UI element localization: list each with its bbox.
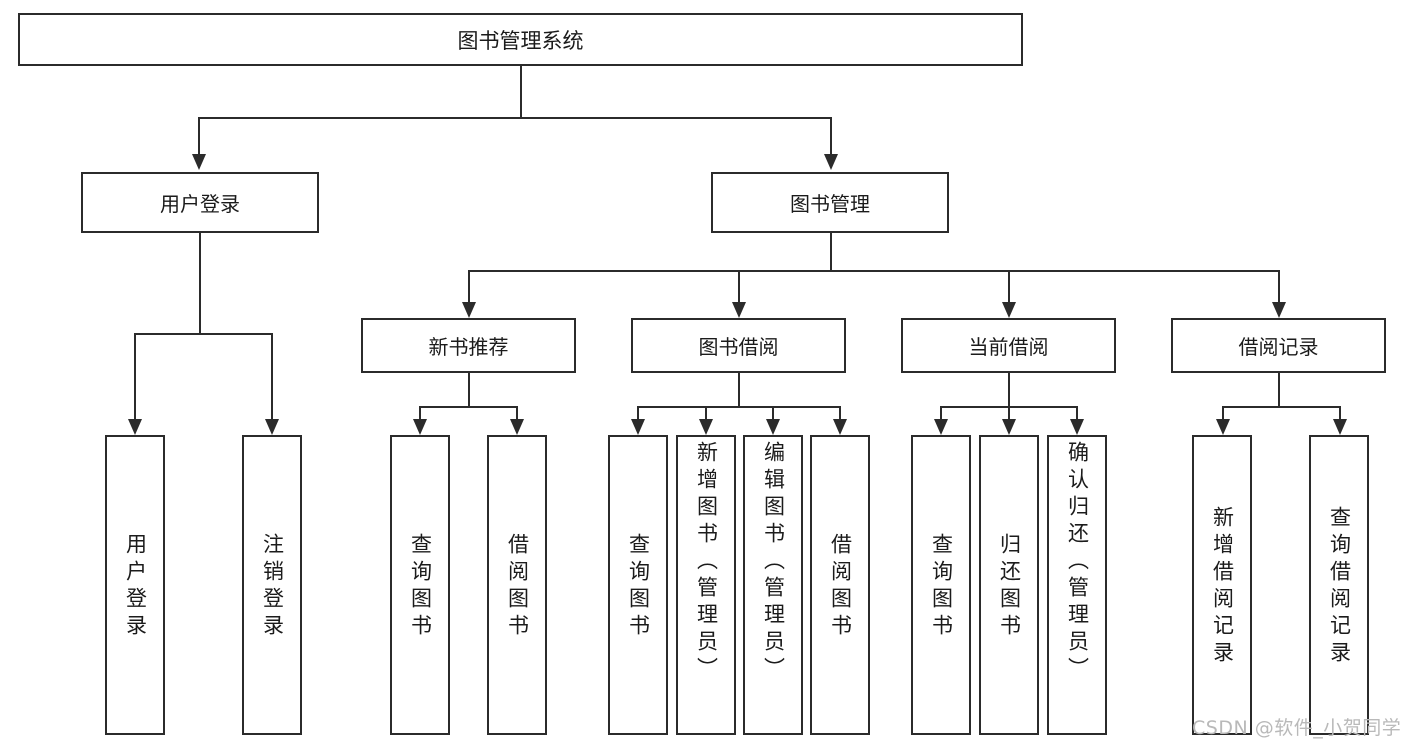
leaf-borrow-book-recommend[interactable]: 借阅图书 [487, 435, 547, 735]
node-label: 图书管理系统 [457, 28, 584, 53]
node-label: 借阅记录 [1238, 335, 1319, 359]
arrow-to-leaf-logout [265, 419, 279, 435]
connector-root-drop-2 [830, 117, 832, 154]
watermark-text: CSDN @软件_小贺同学 [1192, 717, 1402, 739]
arrow-to-leaf-user-login [128, 419, 142, 435]
arrow-to-leaf-borrow-book-2 [833, 419, 847, 435]
arrow-to-leaf-confirm-return [1070, 419, 1084, 435]
connector-book-mgmt-drop-1 [468, 270, 470, 302]
connector-user-login-bus [134, 333, 272, 335]
leaf-borrow-book[interactable]: 借阅图书 [810, 435, 870, 735]
connector-recommend-bus [419, 406, 517, 408]
arrow-to-leaf-add-record [1216, 419, 1230, 435]
node-label: 新增图书（管理员） [694, 441, 719, 684]
connector-book-mgmt-drop-4 [1278, 270, 1280, 302]
arrow-to-leaf-query-record [1333, 419, 1347, 435]
node-label: 查询图书 [408, 533, 433, 641]
leaf-logout[interactable]: 注销登录 [242, 435, 302, 735]
node-root-system[interactable]: 图书管理系统 [18, 13, 1023, 66]
connector-book-mgmt-bus [468, 270, 1278, 272]
arrow-to-leaf-return-book [1002, 419, 1016, 435]
node-label: 新增借阅记录 [1210, 506, 1235, 668]
node-label: 用户登录 [123, 533, 148, 641]
connector-user-login-drop-2 [271, 333, 273, 419]
node-label: 查询图书 [626, 533, 651, 641]
connector-book-mgmt-stem [830, 233, 832, 270]
leaf-query-book-recommend[interactable]: 查询图书 [390, 435, 450, 735]
connector-borrow-drop-2 [705, 406, 707, 419]
connector-record-bus [1222, 406, 1340, 408]
connector-borrow-bus [637, 406, 839, 408]
leaf-confirm-return-admin[interactable]: 确认归还（管理员） [1047, 435, 1107, 735]
arrow-to-leaf-query-book-1 [413, 419, 427, 435]
node-label: 图书借阅 [698, 335, 779, 359]
node-label: 注销登录 [260, 533, 285, 641]
node-label: 归还图书 [997, 533, 1022, 641]
node-label: 借阅图书 [505, 533, 530, 641]
leaf-query-book-current[interactable]: 查询图书 [911, 435, 971, 735]
node-label: 查询借阅记录 [1327, 506, 1352, 668]
node-label: 当前借阅 [968, 335, 1049, 359]
connector-book-mgmt-drop-3 [1008, 270, 1010, 302]
leaf-add-book-admin[interactable]: 新增图书（管理员） [676, 435, 736, 735]
node-current-borrow[interactable]: 当前借阅 [901, 318, 1116, 373]
connector-root-stem [520, 66, 522, 117]
connector-root-bus [198, 117, 830, 119]
connector-record-stem [1278, 373, 1280, 406]
node-label: 借阅图书 [828, 533, 853, 641]
arrow-to-leaf-query-book-2 [631, 419, 645, 435]
connector-book-mgmt-drop-2 [738, 270, 740, 302]
arrow-to-user-login [192, 154, 206, 170]
connector-borrow-drop-4 [839, 406, 841, 419]
node-label: 用户登录 [160, 192, 240, 216]
node-label: 确认归还（管理员） [1065, 441, 1090, 684]
node-label: 查询图书 [929, 533, 954, 641]
connector-recommend-drop-2 [516, 406, 518, 419]
node-book-management[interactable]: 图书管理 [711, 172, 949, 233]
arrow-to-book-borrow [732, 302, 746, 318]
connector-recommend-drop-1 [419, 406, 421, 419]
arrow-to-book-manage [824, 154, 838, 170]
arrow-to-leaf-borrow-book-1 [510, 419, 524, 435]
leaf-query-book-borrow[interactable]: 查询图书 [608, 435, 668, 735]
connector-record-drop-2 [1339, 406, 1341, 419]
arrow-to-leaf-add-book [699, 419, 713, 435]
leaf-return-book[interactable]: 归还图书 [979, 435, 1039, 735]
node-user-login[interactable]: 用户登录 [81, 172, 319, 233]
arrow-to-borrow-record [1272, 302, 1286, 318]
arrow-to-leaf-query-book-3 [934, 419, 948, 435]
connector-root-drop-1 [198, 117, 200, 154]
node-label: 编辑图书（管理员） [761, 441, 786, 684]
leaf-query-borrow-record[interactable]: 查询借阅记录 [1309, 435, 1369, 735]
connector-record-drop-1 [1222, 406, 1224, 419]
leaf-add-borrow-record[interactable]: 新增借阅记录 [1192, 435, 1252, 735]
arrow-to-current-borrow [1002, 302, 1016, 318]
node-label: 新书推荐 [428, 335, 509, 359]
connector-borrow-drop-1 [637, 406, 639, 419]
connector-user-login-stem [199, 233, 201, 333]
connector-current-drop-3 [1076, 406, 1078, 419]
arrow-to-new-book-recommend [462, 302, 476, 318]
connector-recommend-stem [468, 373, 470, 406]
leaf-edit-book-admin[interactable]: 编辑图书（管理员） [743, 435, 803, 735]
node-borrow-record[interactable]: 借阅记录 [1171, 318, 1386, 373]
node-book-borrow[interactable]: 图书借阅 [631, 318, 846, 373]
connector-current-drop-2 [1008, 406, 1010, 419]
connector-borrow-stem [738, 373, 740, 406]
connector-current-stem [1008, 373, 1010, 406]
node-label: 图书管理 [790, 192, 870, 216]
connector-user-login-drop-1 [134, 333, 136, 419]
connector-borrow-drop-3 [772, 406, 774, 419]
arrow-to-leaf-edit-book [766, 419, 780, 435]
leaf-user-login[interactable]: 用户登录 [105, 435, 165, 735]
node-new-book-recommend[interactable]: 新书推荐 [361, 318, 576, 373]
connector-current-drop-1 [940, 406, 942, 419]
